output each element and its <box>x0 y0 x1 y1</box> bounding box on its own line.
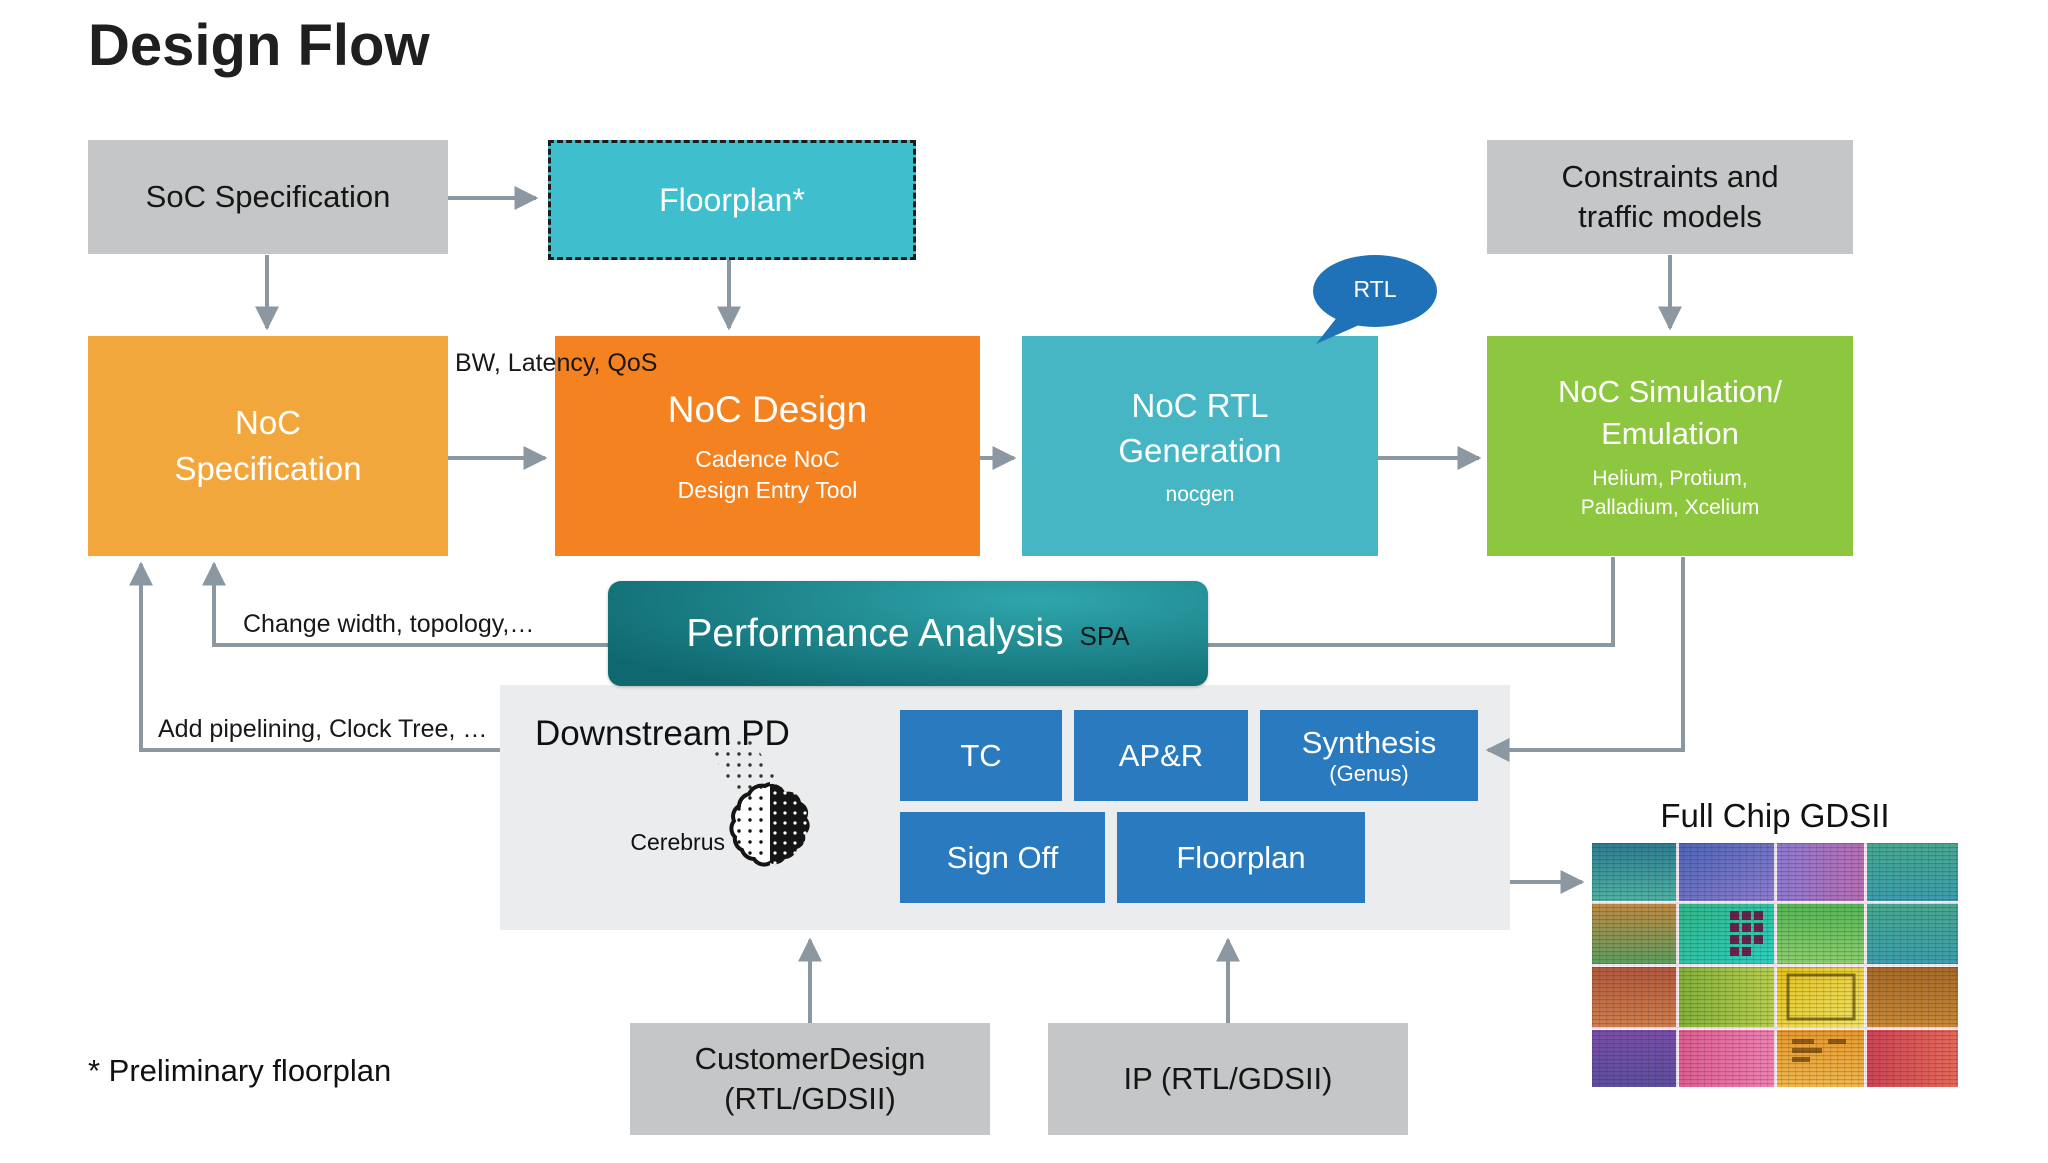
floorplan-label: Floorplan* <box>659 181 805 218</box>
noc-spec-label-line2: Specification <box>174 450 362 487</box>
edge-label-add-pipelining: Add pipelining, Clock Tree, … <box>158 715 488 743</box>
full-chip-gdsii-label: Full Chip GDSII <box>1660 797 1890 834</box>
edge-label-change-width: Change width, topology,… <box>243 610 535 638</box>
noc-specification-box: NoC Specification <box>88 336 448 556</box>
arrow-pd-feedback-to-nocspec <box>129 561 500 752</box>
performance-analysis-box: Performance Analysis SPA <box>608 581 1208 686</box>
noc-sim-label-line1: NoC Simulation/ <box>1558 373 1782 409</box>
noc-sim-label-line2: Emulation <box>1601 415 1739 451</box>
noc-rtl-label-line1: NoC RTL <box>1131 387 1269 424</box>
noc-rtl-label-line2: Generation <box>1118 432 1282 469</box>
noc-sim-sub1: Helium, Protium, <box>1592 466 1748 490</box>
spa-tag: SPA <box>1079 621 1130 651</box>
soc-specification-label: SoC Specification <box>145 179 391 214</box>
edge-label-bw-line2: Latency, <box>507 349 601 377</box>
step-floorplan: Floorplan <box>1117 812 1365 903</box>
customer-design-label-line2: (RTL/GDSII) <box>724 1081 896 1116</box>
noc-design-box: NoC Design Cadence NoC Design Entry Tool <box>555 336 980 556</box>
cerebrus-brain-icon <box>704 740 810 867</box>
cerebrus-label: Cerebrus <box>630 829 725 855</box>
chip-die-image <box>1592 843 1958 1087</box>
noc-design-sub1: Cadence NoC <box>695 446 840 472</box>
step-sign-off: Sign Off <box>900 812 1105 903</box>
step-sign-off-label: Sign Off <box>946 839 1059 875</box>
performance-analysis-label: Performance Analysis <box>686 611 1064 655</box>
constraints-label-line1: Constraints and <box>1561 159 1779 194</box>
soc-specification-box: SoC Specification <box>88 140 448 254</box>
page-title: Design Flow <box>88 13 430 78</box>
preliminary-floorplan-footnote: * Preliminary floorplan <box>88 1053 392 1088</box>
ip-box: IP (RTL/GDSII) <box>1048 1023 1408 1135</box>
step-tc-label: TC <box>960 737 1002 773</box>
noc-design-sub2: Design Entry Tool <box>677 477 858 503</box>
rtl-speech-bubble: RTL <box>1300 252 1450 347</box>
customer-design-box: CustomerDesign (RTL/GDSII) <box>630 1023 990 1135</box>
edge-label-bw-latency-qos: BW, Latency, QoS <box>455 347 657 380</box>
noc-sim-sub2: Palladium, Xcelium <box>1580 495 1760 519</box>
rtl-bubble-label: RTL <box>1353 276 1397 302</box>
ip-label: IP (RTL/GDSII) <box>1123 1061 1333 1096</box>
speech-bubble-icon <box>1313 255 1437 344</box>
step-apr: AP&R <box>1074 710 1248 801</box>
floorplan-box: Floorplan* <box>548 140 916 260</box>
noc-simulation-emulation-box: NoC Simulation/ Emulation Helium, Protiu… <box>1487 336 1853 556</box>
step-synthesis-label: Synthesis <box>1301 724 1437 760</box>
step-synthesis: Synthesis (Genus) <box>1260 710 1478 801</box>
step-apr-label: AP&R <box>1118 737 1204 773</box>
step-tc: TC <box>900 710 1062 801</box>
noc-spec-label-line1: NoC <box>234 404 302 441</box>
step-synthesis-sublabel: (Genus) <box>1329 760 1409 786</box>
noc-rtl-sublabel: nocgen <box>1165 483 1235 506</box>
customer-design-label-line1: CustomerDesign <box>694 1041 926 1076</box>
edge-label-bw-line3: QoS <box>607 349 658 377</box>
step-floorplan-label: Floorplan <box>1176 839 1306 875</box>
constraints-box: Constraints and traffic models <box>1487 140 1853 254</box>
edge-label-bw-line1: BW, <box>455 349 501 377</box>
noc-design-label: NoC Design <box>667 389 868 430</box>
constraints-label-line2: traffic models <box>1578 199 1762 234</box>
noc-rtl-generation-box: NoC RTL Generation nocgen <box>1022 336 1378 556</box>
